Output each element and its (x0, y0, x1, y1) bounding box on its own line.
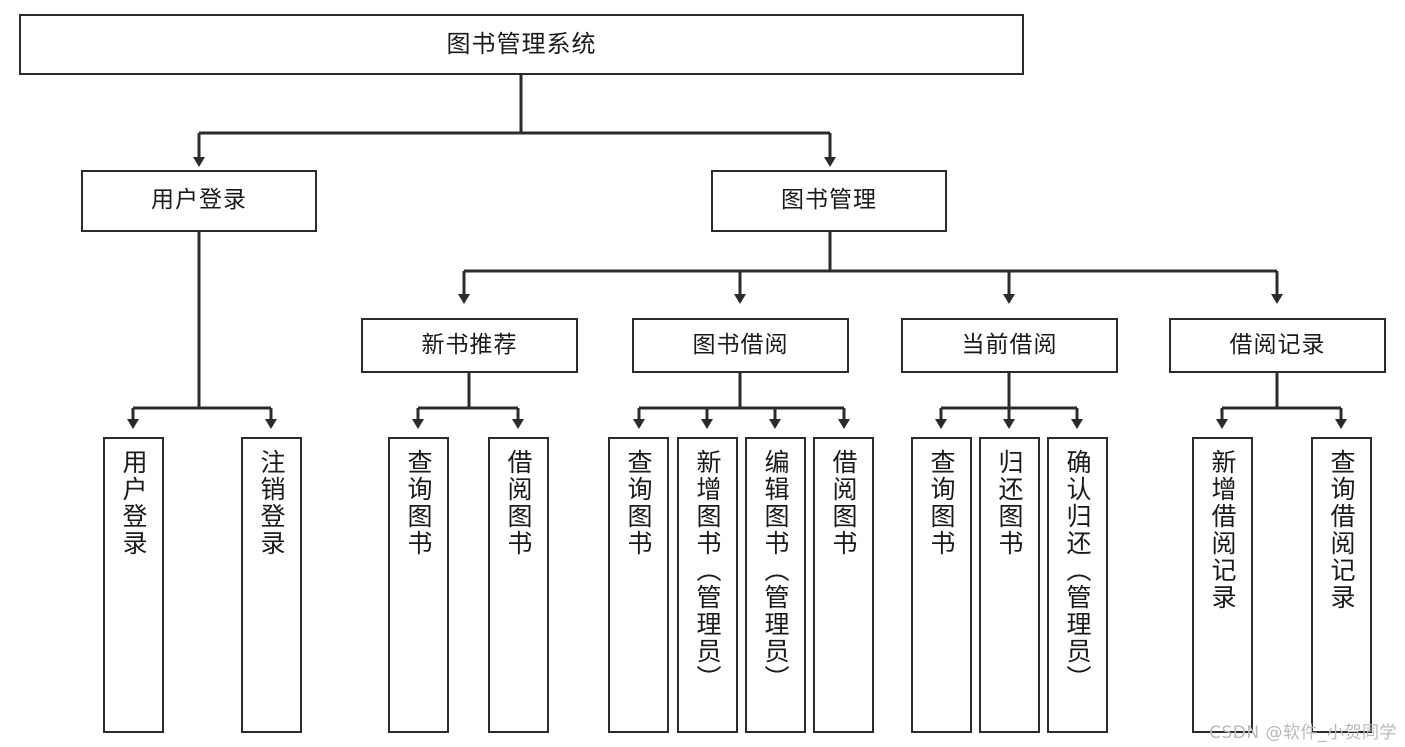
node-current-borrow-label: 当前借阅 (961, 331, 1058, 358)
node-new-book-recommend[interactable]: 新书推荐 (361, 318, 578, 373)
leaf-record-query-label: 查询借阅记录 (1327, 449, 1356, 611)
node-borrow-record-label: 借阅记录 (1229, 331, 1326, 358)
leaf-borrow-borrow-book[interactable]: 借阅图书 (813, 437, 874, 733)
node-new-book-recommend-label: 新书推荐 (421, 331, 518, 358)
leaf-user-login[interactable]: 用户登录 (103, 437, 164, 733)
leaf-borrow-edit-book-label: 编辑图书（管理员） (761, 449, 790, 692)
leaf-record-add-label: 新增借阅记录 (1208, 449, 1237, 611)
leaf-record-add[interactable]: 新增借阅记录 (1192, 437, 1253, 733)
leaf-borrow-add-book[interactable]: 新增图书（管理员） (677, 437, 738, 733)
leaf-rec-query-book[interactable]: 查询图书 (388, 437, 449, 733)
leaf-current-return-book[interactable]: 归还图书 (979, 437, 1040, 733)
node-book-borrow[interactable]: 图书借阅 (632, 318, 849, 373)
leaf-record-query[interactable]: 查询借阅记录 (1311, 437, 1372, 733)
node-user-login-label: 用户登录 (151, 187, 247, 214)
leaf-borrow-query-book-label: 查询图书 (624, 449, 653, 557)
node-borrow-record[interactable]: 借阅记录 (1169, 318, 1386, 373)
leaf-borrow-edit-book[interactable]: 编辑图书（管理员） (745, 437, 806, 733)
leaf-current-query-book-label: 查询图书 (927, 449, 956, 557)
leaf-rec-borrow-book-label: 借阅图书 (504, 449, 533, 557)
leaf-borrow-query-book[interactable]: 查询图书 (608, 437, 669, 733)
node-root-label: 图书管理系统 (446, 30, 597, 59)
node-current-borrow[interactable]: 当前借阅 (901, 318, 1118, 373)
leaf-rec-query-book-label: 查询图书 (404, 449, 433, 557)
node-root[interactable]: 图书管理系统 (19, 14, 1024, 75)
node-book-borrow-label: 图书借阅 (692, 331, 789, 358)
node-book-manage[interactable]: 图书管理 (711, 170, 947, 232)
node-user-login[interactable]: 用户登录 (81, 170, 317, 232)
leaf-current-query-book[interactable]: 查询图书 (911, 437, 972, 733)
leaf-logout-label: 注销登录 (257, 449, 286, 557)
leaf-borrow-add-book-label: 新增图书（管理员） (693, 449, 722, 692)
leaf-current-confirm-return-label: 确认归还（管理员） (1063, 449, 1092, 692)
leaf-borrow-borrow-book-label: 借阅图书 (829, 449, 858, 557)
watermark: CSDN @软件_小贺同学 (1209, 723, 1397, 743)
leaf-current-return-book-label: 归还图书 (995, 449, 1024, 557)
leaf-user-login-label: 用户登录 (119, 449, 148, 557)
leaf-rec-borrow-book[interactable]: 借阅图书 (488, 437, 549, 733)
leaf-logout[interactable]: 注销登录 (241, 437, 302, 733)
leaf-current-confirm-return[interactable]: 确认归还（管理员） (1047, 437, 1108, 733)
node-book-manage-label: 图书管理 (781, 187, 877, 214)
